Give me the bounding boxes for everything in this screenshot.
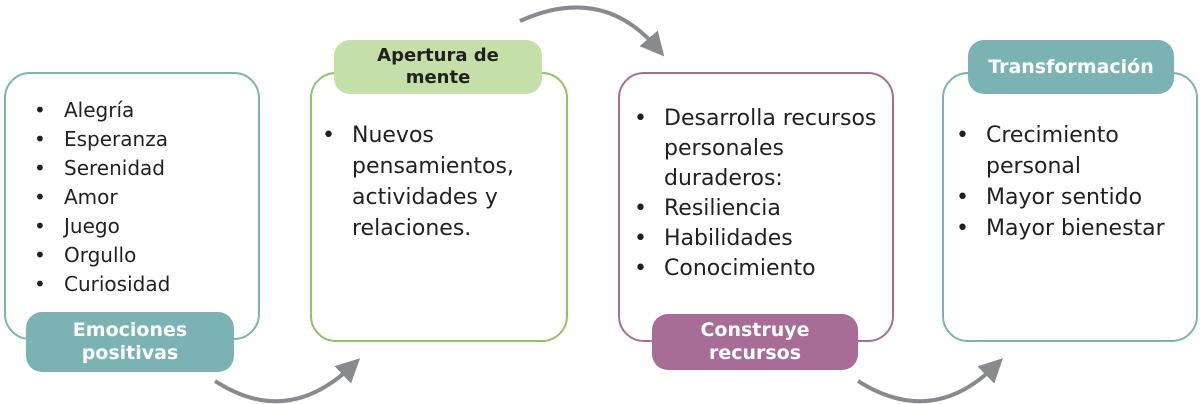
list-item: Alegría: [34, 96, 170, 125]
apertura-list: Nuevos pensamientos, actividades y relac…: [322, 120, 542, 244]
list-item: Habilidades: [634, 224, 882, 254]
stage-label-transformacion: Transformación: [968, 40, 1174, 94]
transformacion-list: Crecimiento personal Mayor sentido Mayor…: [956, 120, 1192, 244]
stage-box-transformacion: Crecimiento personal Mayor sentido Mayor…: [942, 72, 1198, 342]
stage-label-apertura-de-mente: Apertura de mente: [334, 40, 542, 94]
list-item: Mayor sentido: [956, 182, 1192, 213]
list-item: Amor: [34, 183, 170, 212]
arrow-emociones-to-apertura: [213, 358, 361, 404]
list-item: Desarrolla recursos personales duraderos…: [634, 104, 882, 194]
list-item: Esperanza: [34, 125, 170, 154]
list-item: Juego: [34, 212, 170, 241]
arrow-construye-to-transformacion: [856, 358, 1003, 404]
stage-box-construye-recursos: Desarrolla recursos personales duraderos…: [618, 72, 894, 342]
arrow-apertura-to-construye: [519, 5, 665, 57]
list-item: Crecimiento personal: [956, 120, 1192, 182]
stage-box-apertura-de-mente: Nuevos pensamientos, actividades y relac…: [310, 72, 568, 342]
stage-label-construye-recursos: Construye recursos: [652, 314, 858, 370]
stage-label-emociones-positivas: Emociones positivas: [26, 312, 234, 372]
list-item: Curiosidad: [34, 270, 170, 299]
construye-list: Desarrolla recursos personales duraderos…: [634, 104, 882, 284]
list-item: Resiliencia: [634, 194, 882, 224]
list-item: Nuevos pensamientos, actividades y relac…: [322, 120, 542, 244]
list-item: Orgullo: [34, 241, 170, 270]
stage-box-emociones-positivas: Alegría Esperanza Serenidad Amor Juego O…: [4, 72, 260, 340]
list-item: Conocimiento: [634, 254, 882, 284]
list-item: Serenidad: [34, 154, 170, 183]
list-item: Mayor bienestar: [956, 213, 1192, 244]
emociones-list: Alegría Esperanza Serenidad Amor Juego O…: [34, 96, 170, 299]
